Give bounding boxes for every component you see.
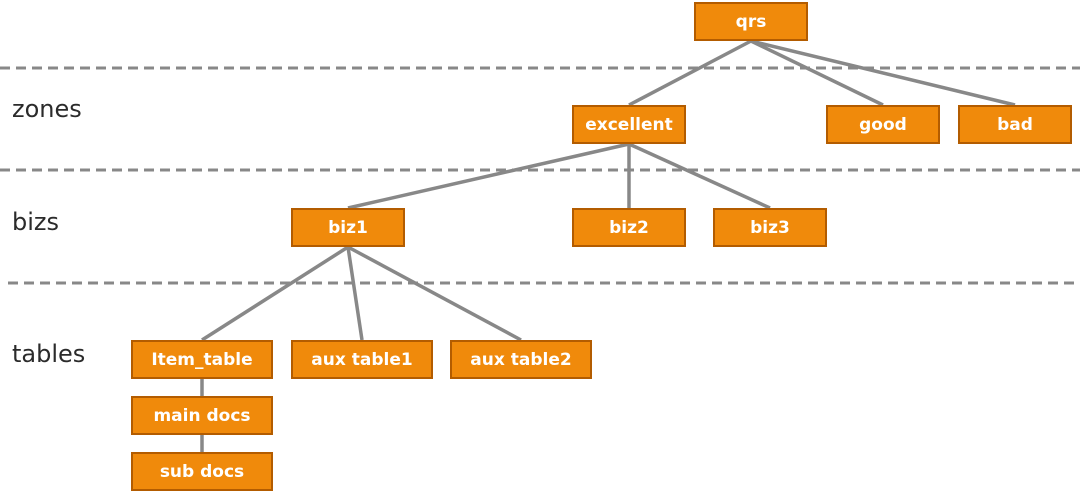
edge-biz1-to-aux-table2 (347, 245, 522, 342)
edge-zone-excellent-to-biz1 (347, 142, 630, 210)
edge-root-to-zone-excellent (628, 39, 752, 107)
level-label-tables: tables (12, 340, 86, 368)
edge-zone-excellent-to-biz3 (628, 142, 771, 210)
edge-root-to-zone-bad (750, 39, 1016, 107)
node-aux-table1[interactable]: aux table1 (291, 340, 433, 379)
edge-biz1-to-aux-table1 (346, 246, 364, 341)
node-sub-docs[interactable]: sub docs (131, 452, 273, 491)
node-zone-bad[interactable]: bad (958, 105, 1072, 144)
node-aux-table2[interactable]: aux table2 (450, 340, 592, 379)
edge-biz1-to-item-table (201, 245, 349, 342)
level-label-bizs: bizs (12, 208, 60, 236)
edge-root-to-zone-good (750, 39, 884, 107)
tree-edges (200, 39, 1016, 452)
node-biz1[interactable]: biz1 (291, 208, 405, 247)
node-biz3[interactable]: biz3 (713, 208, 827, 247)
node-main-docs[interactable]: main docs (131, 396, 273, 435)
node-zone-good[interactable]: good (826, 105, 940, 144)
node-biz2[interactable]: biz2 (572, 208, 686, 247)
node-zone-excellent[interactable]: excellent (572, 105, 686, 144)
level-label-zones: zones (12, 95, 82, 123)
node-qrs[interactable]: qrs (694, 2, 808, 41)
node-item-table[interactable]: Item_table (131, 340, 273, 379)
